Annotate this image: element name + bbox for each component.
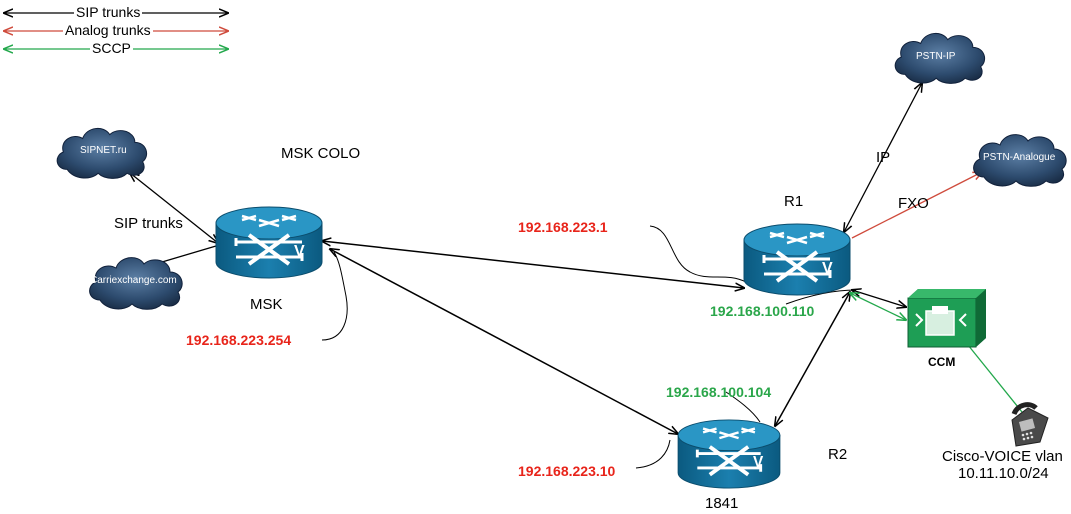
- router-msk: [214, 205, 324, 280]
- site-label-msk-colo: MSK COLO: [281, 145, 361, 162]
- router-label-r1: R1: [784, 193, 804, 210]
- ip-label-r1-wan: 192.168.223.1: [518, 219, 608, 235]
- voice-vlan-label: Cisco-VOICE vlan: [942, 448, 1063, 465]
- legend-sip-label: SIP trunks: [74, 4, 143, 20]
- ip-label-r1-lan: 192.168.100.110: [710, 303, 815, 319]
- router-r1: [742, 222, 852, 297]
- callout-msk-wan: [321, 251, 348, 341]
- cloud-pstn-analog-label: PSTN-Analogue: [983, 152, 1056, 163]
- link-r1-pstn-ip: [844, 83, 922, 232]
- link-label-sip-trunks: SIP trunks: [114, 215, 183, 232]
- link-label-ip: IP: [876, 149, 891, 166]
- callout-r1-wan: [649, 225, 747, 283]
- cloud-carrier-label: Carriexchange.com: [90, 275, 177, 286]
- link-msk-r2: [330, 249, 678, 434]
- router-label-msk: MSK: [250, 296, 283, 313]
- link-ccm-phone: [967, 344, 1023, 413]
- callout-r2-wan: [635, 439, 671, 469]
- router-r2: [676, 418, 782, 490]
- callout-r2-lan: [725, 391, 761, 423]
- link-r1-ccm-sccp: [850, 293, 906, 320]
- router-label-r2: R2: [828, 446, 848, 463]
- ip-phone-icon: [1011, 402, 1049, 447]
- link-r1-r2: [775, 292, 850, 426]
- ccm-label: CCM: [928, 355, 956, 369]
- link-carrier-msk: [161, 245, 217, 263]
- voice-subnet-label: 10.11.10.0/24: [958, 465, 1049, 482]
- ccm-server-icon: [907, 289, 986, 348]
- link-r1-pstn-analog: [851, 172, 982, 239]
- ip-label-msk-wan: 192.168.223.254: [186, 332, 292, 348]
- cloud-pstn-ip-label: PSTN-IP: [916, 51, 956, 62]
- link-label-fxo: FXO: [898, 195, 929, 212]
- ip-label-r2-lan: 192.168.100.104: [666, 384, 772, 400]
- legend-sccp-label: SCCP: [90, 40, 133, 56]
- ip-label-r2-wan: 192.168.223.10: [518, 463, 616, 479]
- callout-r1-lan: [785, 289, 857, 305]
- cloud-sipnet-label: SIPNET.ru: [80, 145, 127, 156]
- link-sipnet-msk: [130, 173, 218, 243]
- router-label-1841: 1841: [705, 495, 739, 512]
- legend-analog-label: Analog trunks: [63, 22, 153, 38]
